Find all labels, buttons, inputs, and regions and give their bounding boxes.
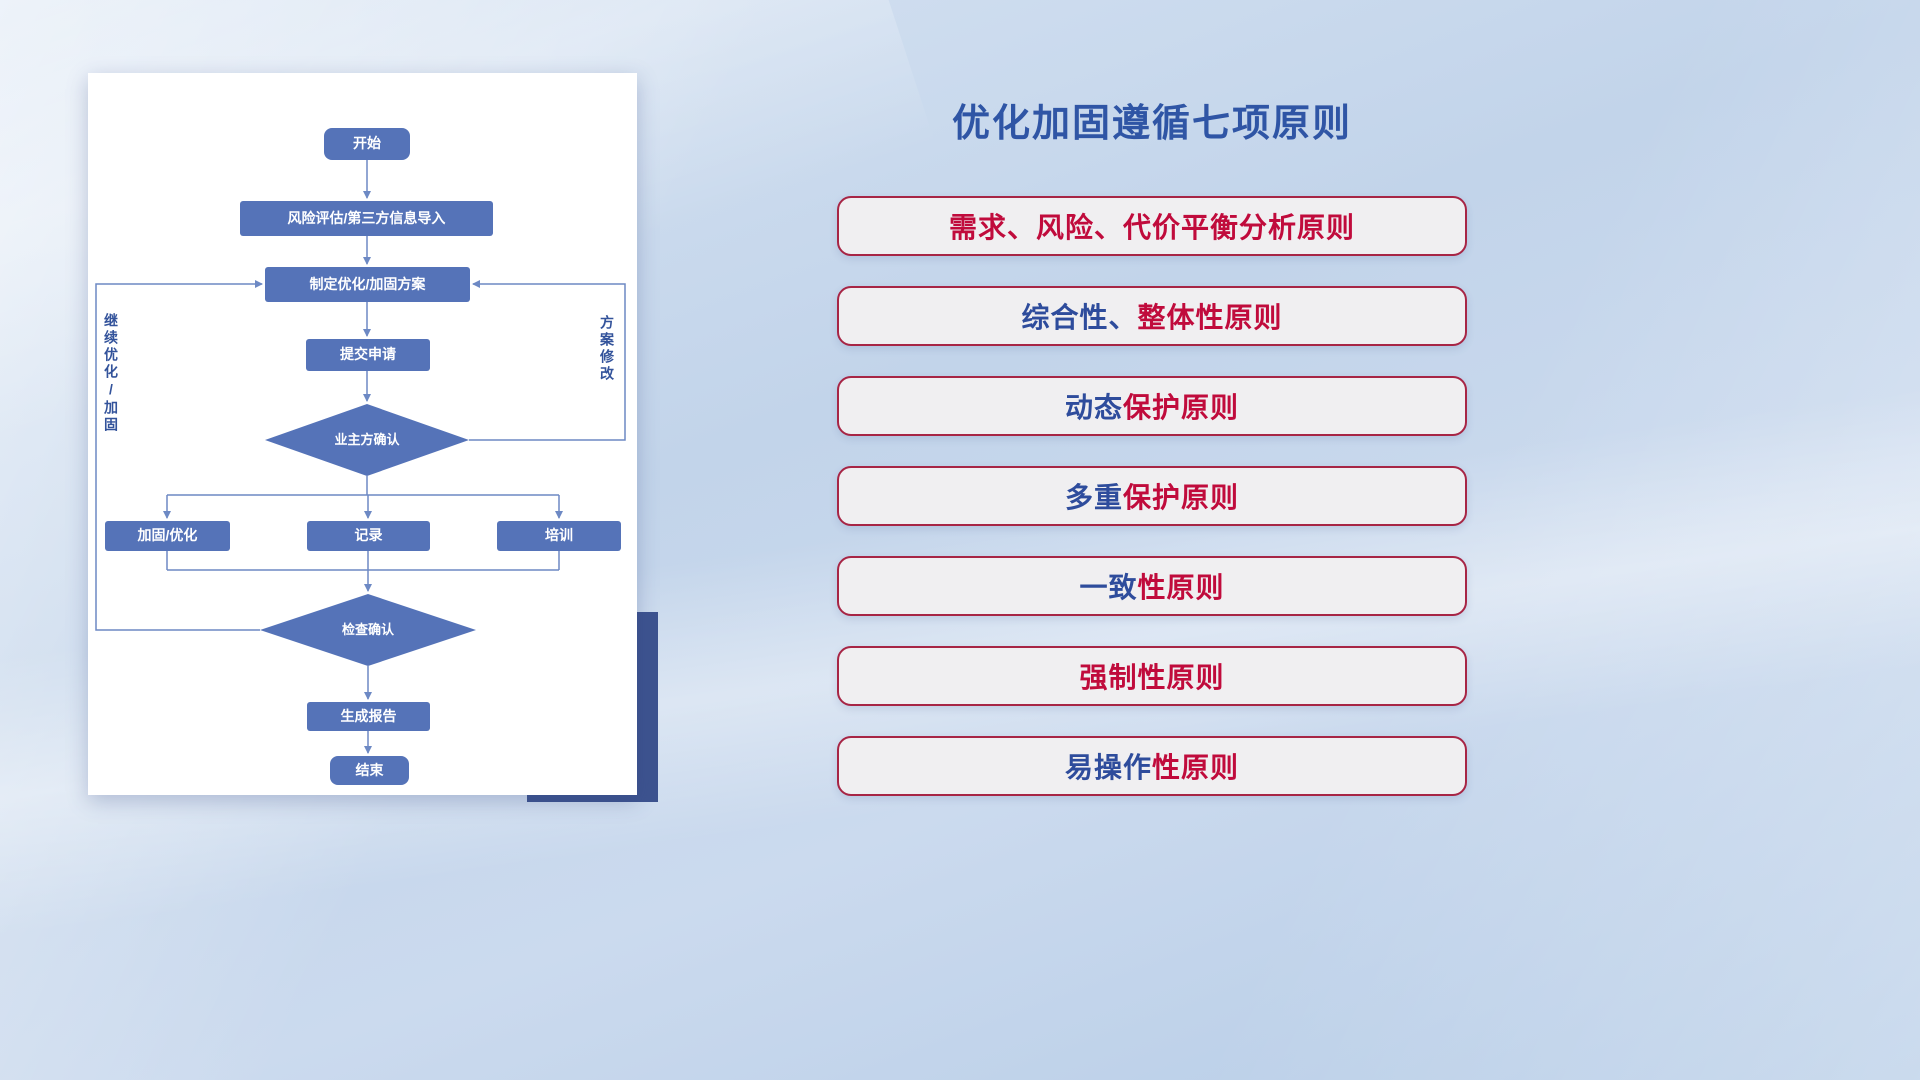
principle-pill-6: 强制性原则 [837,646,1467,706]
principle-text: 保护原则 [1123,482,1240,513]
principle-text: 综合性、 [1021,302,1138,333]
flow-node-make-plan: 制定优化/加固方案 [265,267,470,302]
principle-text: 性原则 [1152,752,1240,783]
principle-pill-2: 综合性、整体性原则 [837,286,1467,346]
principle-text: 性原则 [1137,572,1225,603]
principle-text: 一致 [1079,572,1138,603]
principle-pill-5: 一致性原则 [837,556,1467,616]
flow-node-training: 培训 [497,521,621,551]
principle-text: 易操作 [1064,752,1152,783]
principle-text: 保护原则 [1123,392,1240,423]
principle-text: 需求、风险、代价平衡分析原则 [948,212,1355,243]
principle-pill-3: 动态保护原则 [837,376,1467,436]
principles-list: 需求、风险、代价平衡分析原则 综合性、整体性原则 动态保护原则 多重保护原则 一… [837,196,1467,796]
page-title: 优化加固遵循七项原则 [951,103,1352,145]
principle-pill-4: 多重保护原则 [837,466,1467,526]
principle-text: 多重 [1064,482,1123,513]
loop-label-continue-optimize: 继续优化/加固 [103,313,119,434]
principle-text: 动态 [1064,392,1123,423]
principle-pill-7: 易操作性原则 [837,736,1467,796]
principle-text: 整体性原则 [1137,302,1283,333]
flowchart-connectors [95,160,626,754]
flow-node-report: 生成报告 [307,702,430,731]
flow-node-reinforce: 加固/优化 [105,521,230,551]
flow-node-risk-import: 风险评估/第三方信息导入 [240,201,493,236]
flowchart-card: 开始 风险评估/第三方信息导入 制定优化/加固方案 提交申请 业主方确认 加固/… [88,73,637,795]
flow-node-submit: 提交申请 [306,339,430,371]
principle-pill-1: 需求、风险、代价平衡分析原则 [837,196,1467,256]
flow-node-end: 结束 [330,756,409,785]
principle-text: 强制性原则 [1079,662,1225,693]
flow-node-record: 记录 [307,521,430,551]
loop-label-plan-revision: 方案修改 [599,315,615,383]
flow-node-start: 开始 [324,128,410,160]
